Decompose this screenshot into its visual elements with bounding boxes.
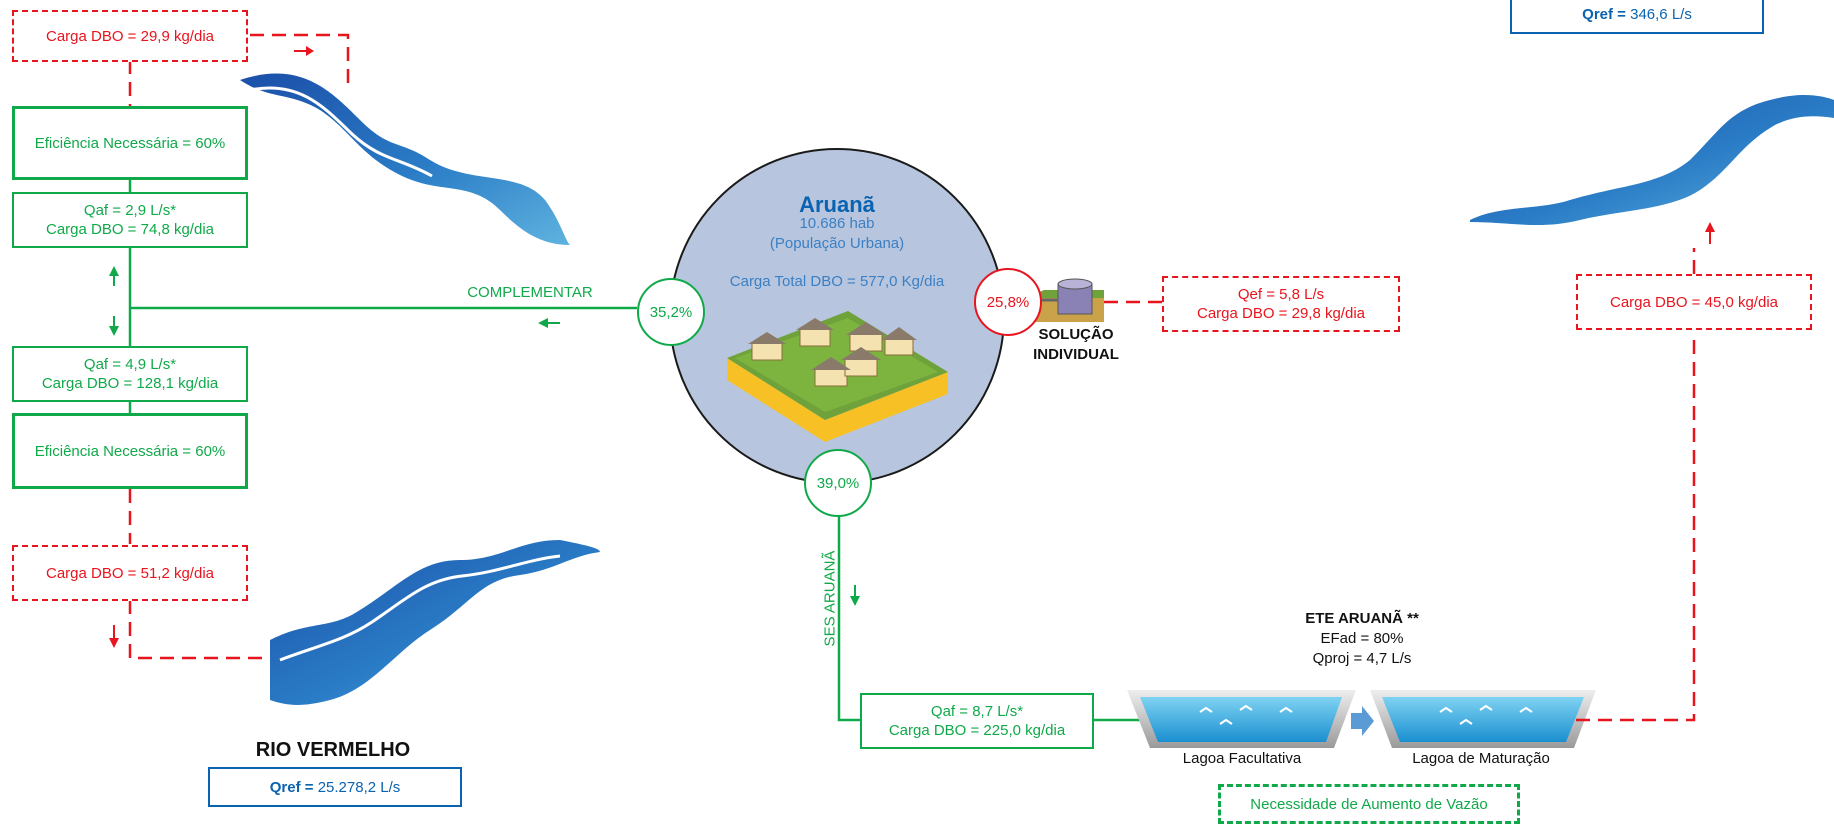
ses-qaf: Qaf = 8,7 L/s*: [930, 703, 1024, 720]
arrow-up-red-right: [1705, 222, 1715, 244]
ses-load: Carga DBO = 225,0 kg/dia: [888, 722, 1066, 739]
efficiency-top-text: Eficiência Necessária = 60%: [34, 134, 226, 152]
ete-note-box: Necessidade de Aumento de Vazão: [1218, 784, 1520, 824]
arrow-left-green: [538, 318, 560, 328]
arrow-down-red: [109, 625, 119, 648]
pond2-label: Lagoa de Maturação: [1412, 750, 1550, 767]
pond-maturacao: [1370, 690, 1596, 748]
river-right: [1470, 95, 1834, 226]
ses-pct: 39,0%: [804, 449, 872, 517]
pond-facultativa: [1127, 690, 1356, 748]
individual-qef: Qef = 5,8 L/s: [1237, 286, 1325, 303]
complementar-label: COMPLEMENTAR: [467, 284, 593, 301]
left-top-load-box: Carga DBO = 29,9 kg/dia: [12, 10, 248, 62]
river-right-qref-value: 346,6 L/s: [1630, 5, 1692, 23]
ete-title: ETE ARUANÃ **: [1305, 610, 1419, 627]
qaf-top-line1: Qaf = 2,9 L/s*: [83, 202, 177, 219]
left-top-load-text: Carga DBO = 29,9 kg/dia: [45, 27, 214, 45]
qaf-top-box: Qaf = 2,9 L/s* Carga DBO = 74,8 kg/dia: [12, 192, 248, 248]
qaf-bottom-line2: Carga DBO = 128,1 kg/dia: [41, 375, 219, 392]
qaf-top-line2: Carga DBO = 74,8 kg/dia: [45, 221, 214, 238]
ses-label: SES ARUANÃ: [821, 550, 839, 647]
right-load-box: Carga DBO = 45,0 kg/dia: [1576, 274, 1812, 330]
right-load-text: Carga DBO = 45,0 kg/dia: [1609, 293, 1778, 311]
complementar-pct: 35,2%: [637, 278, 705, 346]
city-population-note: (População Urbana): [769, 235, 905, 252]
efficiency-bottom-box: Eficiência Necessária = 60%: [12, 413, 248, 489]
left-branch-lines: [128, 33, 637, 660]
arrow-down-green: [109, 316, 119, 336]
river-left-qref-label: Qref =: [269, 778, 314, 796]
river-left-qref-value: 25.278,2 L/s: [317, 778, 401, 796]
city-population: 10.686 hab: [799, 215, 875, 232]
river-name-label: RIO VERMELHO: [255, 739, 411, 761]
ses-line: [837, 515, 860, 722]
arrow-up-green: [109, 266, 119, 286]
qaf-bottom-box: Qaf = 4,9 L/s* Carga DBO = 128,1 kg/dia: [12, 346, 248, 402]
arrow-down-green-ses: [850, 585, 860, 606]
city-name: Aruanã: [799, 192, 875, 217]
river-left-qref-box: Qref = 25.278,2 L/s: [208, 767, 462, 807]
septic-tank-icon: [1026, 278, 1104, 322]
arrow-right-red: [294, 46, 314, 56]
river-right-qref-box: Qref = 346,6 L/s: [1510, 0, 1764, 34]
individual-load: Carga DBO = 29,8 kg/dia: [1196, 305, 1365, 322]
qaf-bottom-line1: Qaf = 4,9 L/s*: [83, 356, 177, 373]
river-lower-left: [270, 540, 600, 705]
city-illustration: [727, 311, 948, 442]
flow-arrows: [109, 46, 1715, 648]
river-upper-left: [240, 73, 570, 245]
river-right-qref-label: Qref =: [1582, 5, 1626, 23]
efficiency-top-box: Eficiência Necessária = 60%: [12, 106, 248, 180]
left-bottom-load-text: Carga DBO = 51,2 kg/dia: [45, 564, 214, 582]
individual-label-line1: SOLUÇÃO: [1038, 326, 1114, 343]
individual-box: Qef = 5,8 L/s Carga DBO = 29,8 kg/dia: [1162, 276, 1400, 332]
ete-note-text: Necessidade de Aumento de Vazão: [1250, 795, 1488, 813]
efficiency-bottom-text: Eficiência Necessária = 60%: [34, 442, 226, 460]
ses-box: Qaf = 8,7 L/s* Carga DBO = 225,0 kg/dia: [860, 693, 1094, 749]
pond-arrow-icon: [1351, 706, 1374, 736]
pond1-label: Lagoa Facultativa: [1182, 750, 1302, 767]
ete-qproj: Qproj = 4,7 L/s: [1312, 650, 1412, 667]
individual-label-line2: INDIVIDUAL: [1033, 346, 1119, 363]
right-branch-line: [1576, 336, 1696, 722]
left-bottom-load-box: Carga DBO = 51,2 kg/dia: [12, 545, 248, 601]
ete-efad: EFad = 80%: [1320, 630, 1404, 647]
individual-pct: 25,8%: [974, 268, 1042, 336]
city-total-load: Carga Total DBO = 577,0 Kg/dia: [729, 273, 945, 290]
